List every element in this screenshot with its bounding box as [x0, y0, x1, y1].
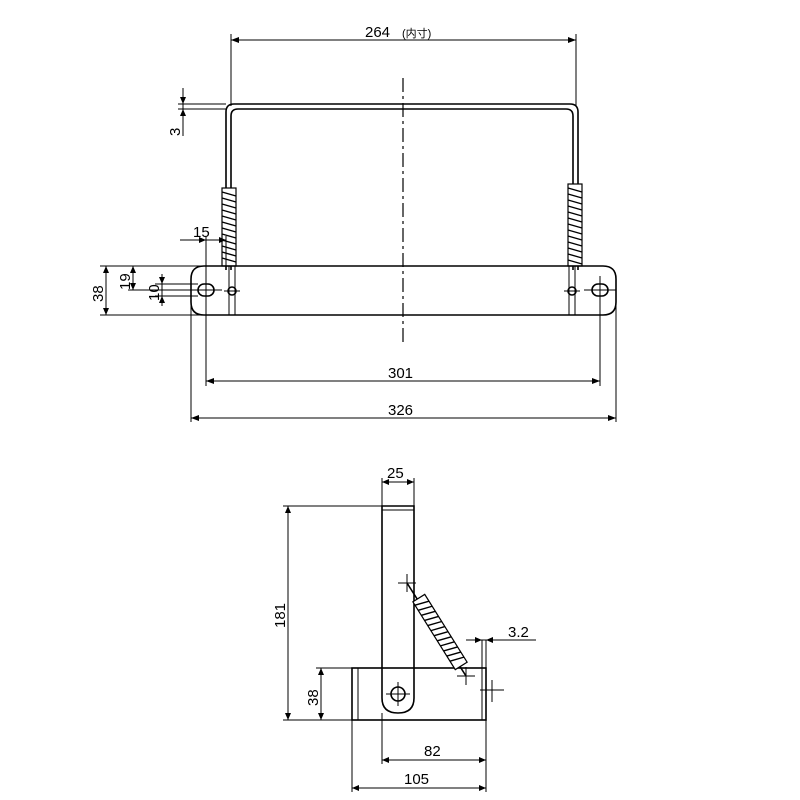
right-pivot	[564, 286, 580, 296]
vertical-arm	[381, 505, 415, 714]
dim-181: 181	[272, 505, 382, 721]
dim-wire: 3	[167, 128, 184, 136]
dim-plate-height: 38	[90, 285, 107, 302]
dim-inner-note: (内寸)	[402, 26, 431, 40]
wire-handle	[225, 103, 579, 270]
right-spring	[567, 183, 583, 267]
dim-offset: 15	[193, 224, 210, 241]
dim-inner-width: 264	[365, 24, 390, 41]
front-view: 264 (内寸) 3 15 38	[90, 24, 617, 422]
dim-base-length: 105	[404, 771, 429, 788]
dim-264: 264 (内寸)	[230, 24, 577, 106]
diagonal-spring	[398, 574, 504, 702]
dim-arm-width: 25	[387, 465, 404, 482]
dim-25: 25	[381, 465, 415, 506]
base-block	[351, 639, 487, 721]
dim-total-length: 326	[388, 402, 413, 419]
dim-38-side: 38	[305, 667, 352, 721]
dim-arm-to-edge: 82	[424, 743, 441, 760]
dim-301: 301	[205, 296, 601, 386]
dim-105: 105	[351, 720, 486, 792]
arm-pivot-hole	[386, 682, 410, 706]
dim-3-2: 3.2	[466, 624, 536, 643]
dim-hole-dia: 10	[146, 284, 163, 301]
dim-total-height: 181	[272, 603, 289, 628]
side-view: 25 181 38 3.2	[272, 465, 536, 792]
dim-thickness: 3.2	[508, 624, 529, 641]
dim-326: 326	[190, 300, 617, 422]
dim-82: 82	[381, 713, 487, 792]
dim-38-19-10: 38 19 10	[90, 265, 204, 316]
dim-15: 15	[180, 224, 227, 282]
dim-base-height: 38	[305, 689, 322, 706]
dim-hole-pitch: 301	[388, 365, 413, 382]
dim-3: 3	[167, 88, 226, 136]
left-spring	[221, 187, 237, 267]
left-pivot	[224, 286, 240, 296]
dim-hole-height: 19	[117, 273, 134, 290]
